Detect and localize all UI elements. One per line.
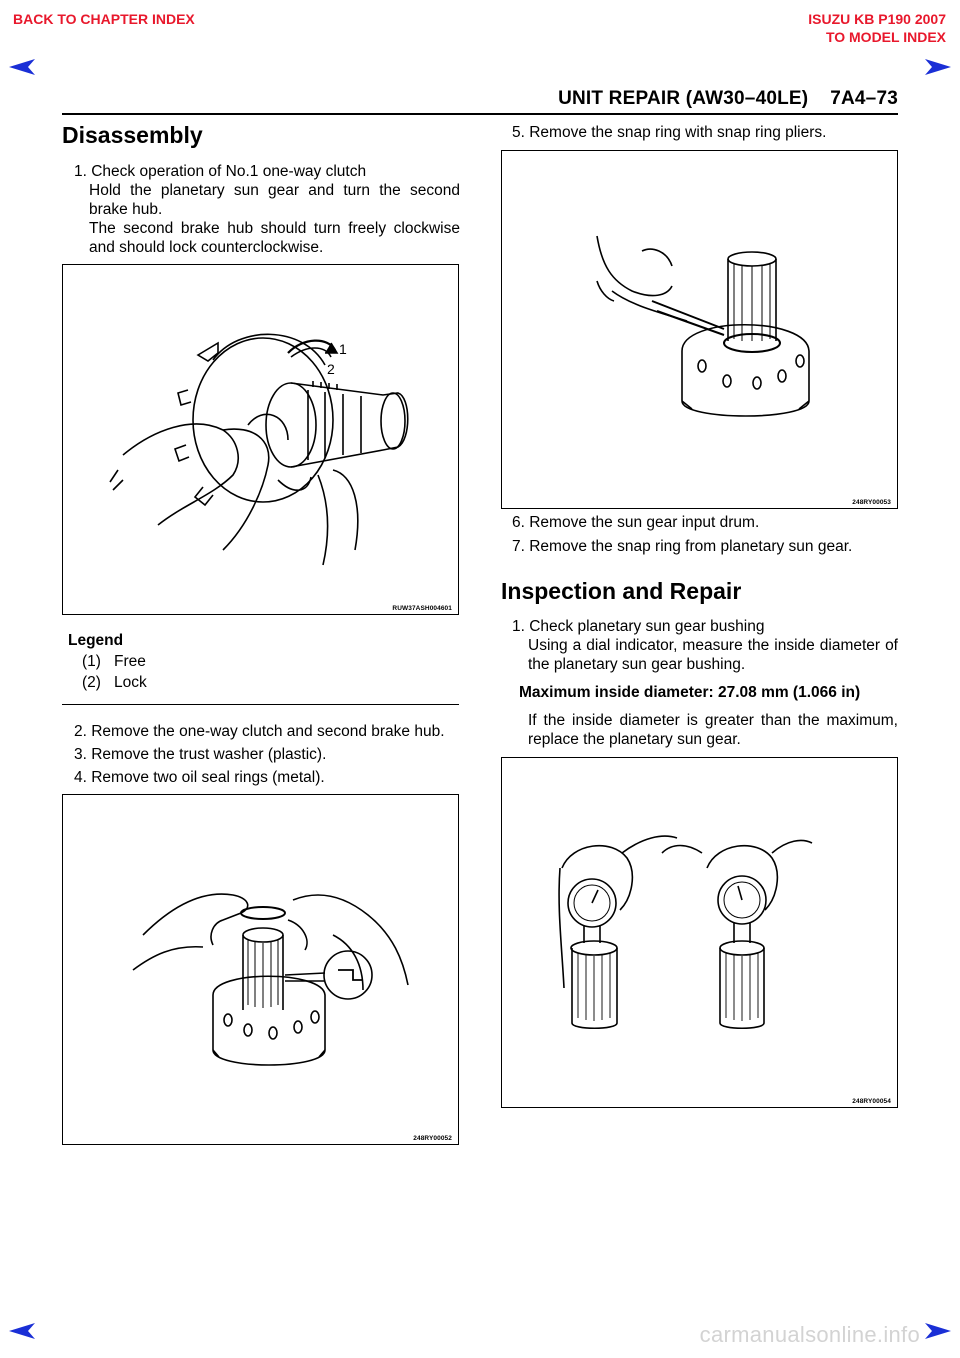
step-4: 4. Remove two oil seal rings (metal). [74,769,325,786]
step-2: 2. Remove the one-way clutch and second … [74,723,445,740]
next-page-arrow-icon[interactable] [924,58,952,76]
model-title-link[interactable]: ISUZU KB P190 2007 [808,11,946,27]
dial-indicator-illustration [558,835,813,1030]
step-7: 7. Remove the snap ring from planetary s… [512,538,853,555]
section-heading-inspection-repair: Inspection and Repair [501,578,742,604]
step-1-body-b: The second brake hub should turn freely … [89,220,460,256]
callout-label-2: 2 [327,361,335,377]
legend-title: Legend [68,632,124,649]
callout-label-1: 1 [339,341,347,357]
legend-item-1-number: (1) [82,653,101,670]
figure-id-4: 248RY00054 [852,1098,891,1105]
legend-divider [62,704,459,705]
legend-item-2: (2) Lock [68,672,147,693]
legend-item-1: (1) Free [68,651,147,672]
figure-snap-ring-removal: 248RY00053 [501,150,898,509]
snap-ring-pliers-illustration [596,235,810,417]
figure-id-1: RUW37ASH004601 [392,605,452,612]
inspection-step-1-body: Using a dial indicator, measure the insi… [528,637,898,673]
legend: Legend (1) Free (2) Lock [68,630,147,693]
inspection-step-1-note: If the inside diameter is greater than t… [528,712,898,748]
oil-seal-removal-illustration [132,893,409,1066]
step-6: 6. Remove the sun gear input drum. [512,514,760,531]
figure-dial-indicator-measure: 248RY00054 [501,757,898,1108]
step-3: 3. Remove the trust washer (plastic). [74,746,327,763]
inspection-step-1-title: 1. Check planetary sun gear bushing [512,618,765,635]
legend-item-1-label: Free [114,653,146,670]
step-1-body-a: Hold the planetary sun gear and turn the… [89,182,460,218]
figure-oil-seal-rings: 248RY00052 [62,794,459,1145]
prev-page-arrow-icon[interactable] [8,58,36,76]
footer-watermark: carmanualsonline.info [699,1322,920,1347]
step-5: 5. Remove the snap ring with snap ring p… [512,124,827,141]
figure-id-2: 248RY00052 [413,1135,452,1142]
figure-id-3: 248RY00053 [852,499,891,506]
figure-one-way-clutch-check: 1 2 RUW37ASH004601 [62,264,459,615]
next-page-arrow-bottom-icon[interactable] [924,1322,952,1340]
to-model-index-link[interactable]: TO MODEL INDEX [825,29,946,45]
prev-page-arrow-bottom-icon[interactable] [8,1322,36,1340]
step-1-title: 1. Check operation of No.1 one-way clutc… [74,163,367,180]
clutch-check-illustration [109,333,409,566]
back-to-chapter-index-link[interactable]: BACK TO CHAPTER INDEX [13,11,195,27]
legend-item-2-number: (2) [82,674,101,691]
section-heading-disassembly: Disassembly [62,122,203,148]
page-header-title: UNIT REPAIR (AW30–40LE) 7A4–73 [558,88,898,109]
header-rule [62,113,898,115]
legend-item-2-label: Lock [114,674,147,691]
max-inside-diameter-spec: Maximum inside diameter: 27.08 mm (1.066… [519,684,861,701]
